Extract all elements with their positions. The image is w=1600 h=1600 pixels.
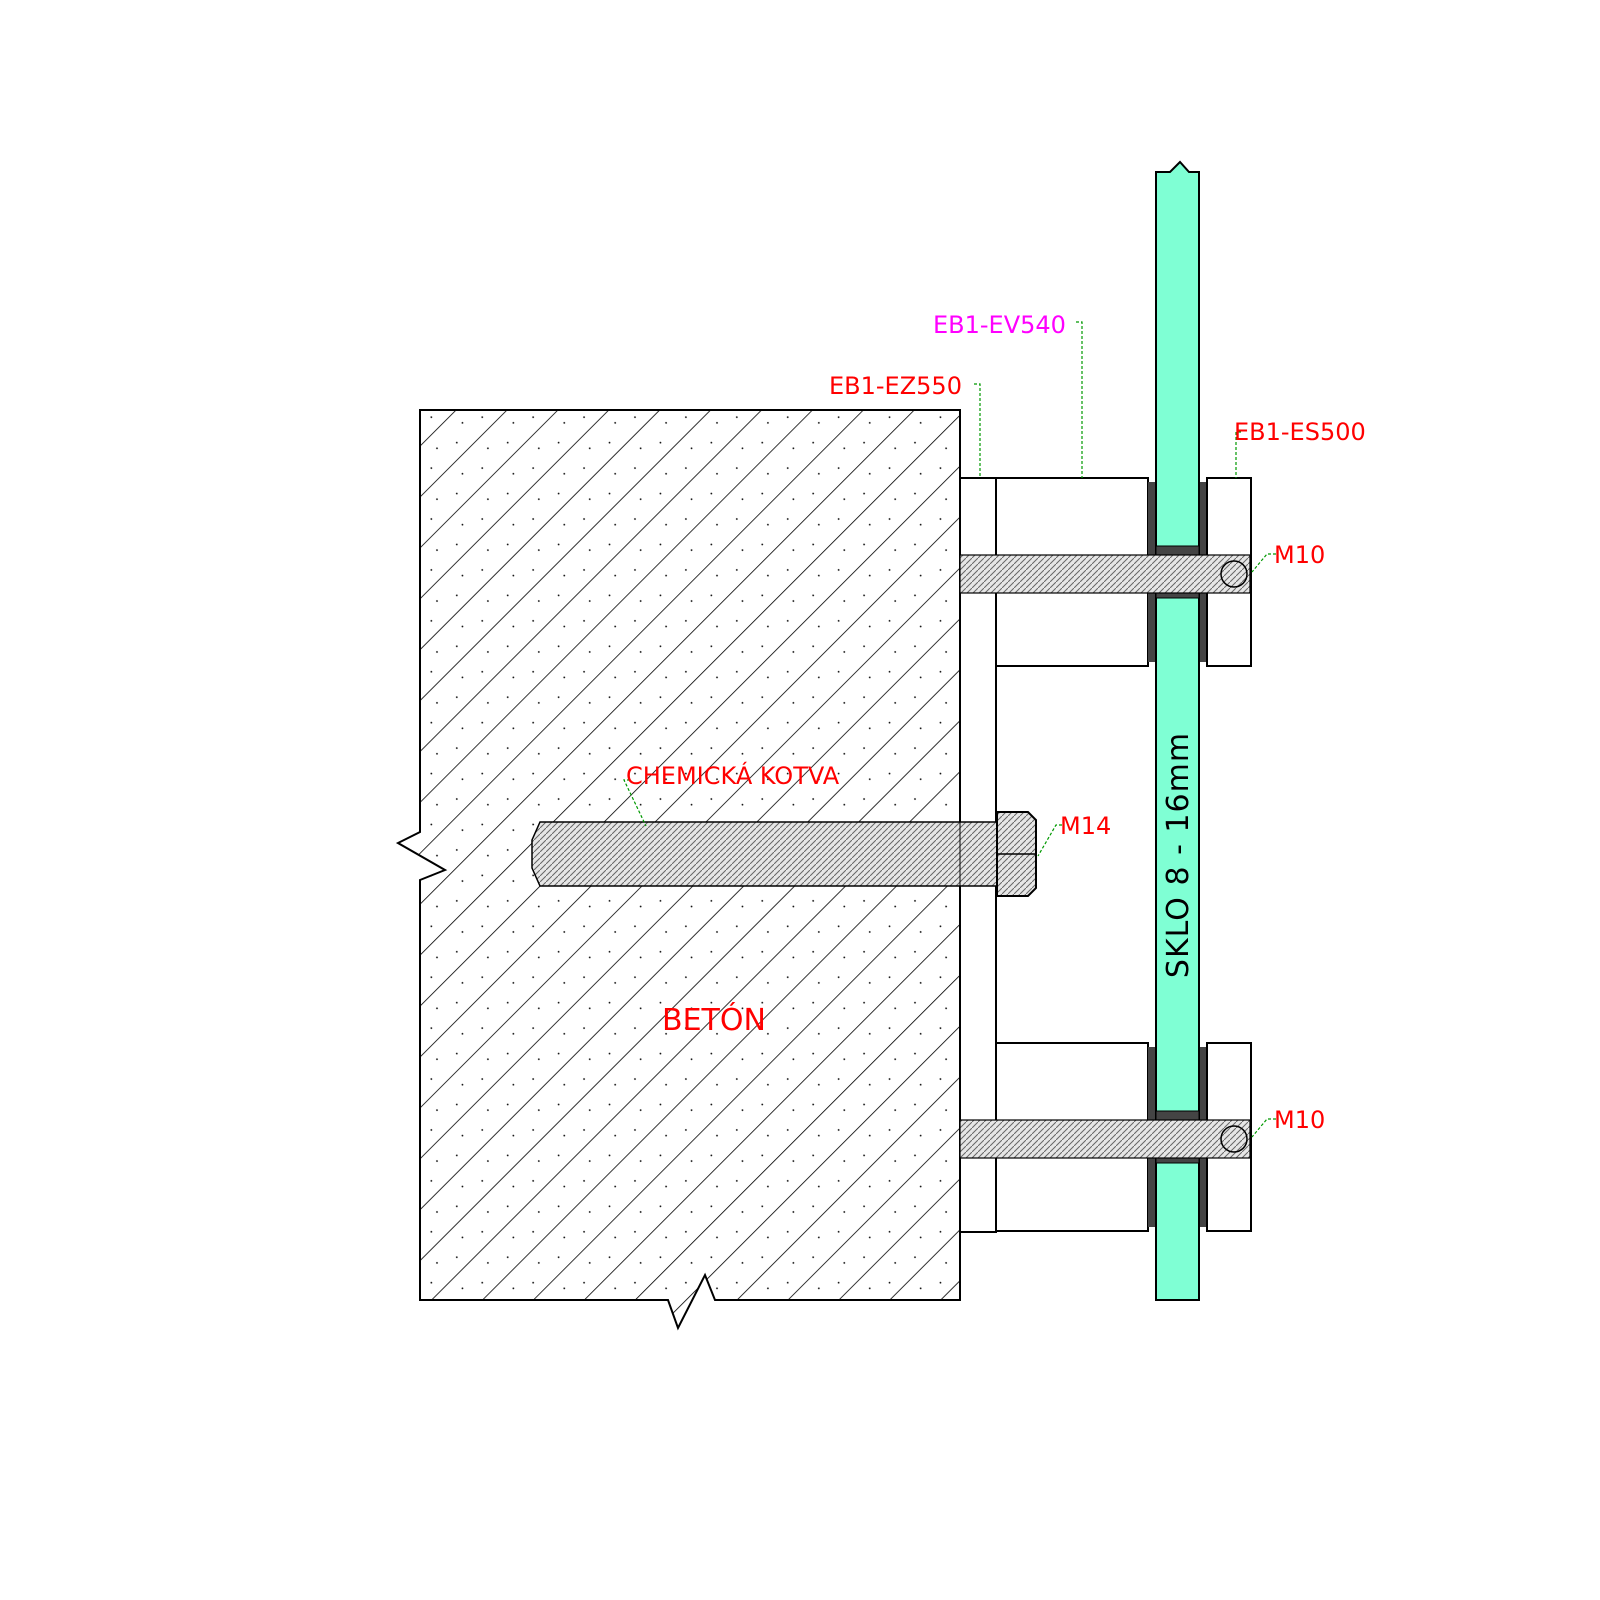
- m14-nut: [996, 811, 1037, 897]
- leader-m14: [1037, 824, 1062, 857]
- leader-m10-bottom: [1251, 1118, 1276, 1138]
- leader-ez550: [974, 383, 981, 478]
- glass-panel: [1155, 160, 1200, 1301]
- chemical-anchor-rod: [531, 821, 1001, 887]
- label-ev540: EB1-EV540: [933, 311, 1066, 339]
- label-anchor: CHEMICKÁ KOTVA: [626, 761, 840, 790]
- m10-bolt-top: [959, 554, 1251, 594]
- label-es500: EB1-ES500: [1234, 418, 1366, 446]
- leader-anchor: [623, 779, 647, 827]
- label-ez550: EB1-EZ550: [829, 372, 962, 400]
- leader-m10-top: [1251, 553, 1276, 573]
- label-concrete: BETÓN: [662, 1001, 766, 1038]
- leader-lines: [623, 321, 1276, 1138]
- label-m10-top: M10: [1274, 541, 1325, 569]
- bolt-end-circle-icon: [1220, 1125, 1248, 1153]
- label-glass: SKLO 8 - 16mm: [1161, 732, 1196, 978]
- label-m10-bottom: M10: [1274, 1106, 1325, 1134]
- leader-es500: [1235, 431, 1241, 478]
- leader-ev540: [1076, 321, 1083, 478]
- m10-bolt-bottom: [959, 1119, 1251, 1159]
- bolt-end-circle-icon: [1220, 560, 1248, 588]
- label-m14: M14: [1060, 812, 1111, 840]
